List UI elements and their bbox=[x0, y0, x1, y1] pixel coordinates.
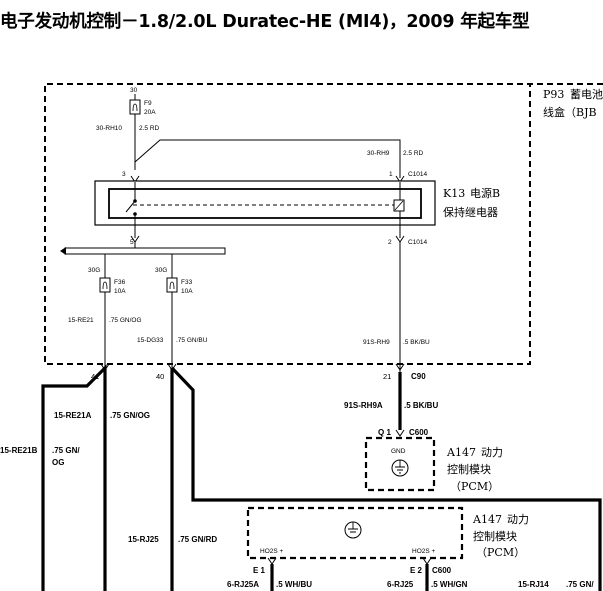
pcm2-name-line3: （PCM） bbox=[476, 546, 525, 559]
wire-rj14-spec: .75 GN/ bbox=[566, 580, 594, 589]
wire-rj25b-spec: .5 WH/GN bbox=[431, 580, 468, 589]
wire-rj25a-id: 6-RJ25A bbox=[227, 580, 259, 589]
wire-rh9a-spec: .5 BK/BU bbox=[404, 401, 438, 410]
pcm2-outline bbox=[246, 506, 464, 560]
relay-pin2: 2 bbox=[388, 239, 392, 246]
pcm1-name-line3: （PCM） bbox=[450, 480, 499, 493]
pcm2-pin-e2: E 2 bbox=[410, 566, 423, 575]
wire-rj25-spec: .75 GN/RD bbox=[178, 535, 217, 544]
bjb-pin-40: 40 bbox=[156, 372, 164, 381]
f33-wire-id: 15-DG33 bbox=[137, 337, 164, 344]
pcm2-pin-e1: E 1 bbox=[253, 566, 266, 575]
f9-id: F9 bbox=[144, 100, 152, 107]
bus-bar bbox=[64, 247, 226, 255]
f36-pin-label: 30G bbox=[88, 267, 100, 274]
rh9-wire-spec: 2.5 RD bbox=[403, 150, 424, 157]
fuse-f33 bbox=[166, 277, 178, 293]
wire-rj25b-id: 6-RJ25 bbox=[387, 580, 414, 589]
wire-41 bbox=[41, 364, 107, 591]
bjb-conn-c90: C90 bbox=[411, 372, 426, 381]
pcm2-name-line1: 动力 bbox=[507, 513, 529, 526]
wire-rj14-id: 15-RJ14 bbox=[518, 580, 549, 589]
diagram-title: 电子发动机控制－1.8/2.0L Duratec-HE (MI4)，2009 年… bbox=[0, 12, 530, 32]
pcm1-ref: A147 bbox=[446, 446, 476, 459]
rh9-wire-id: 30-RH9 bbox=[367, 150, 390, 157]
wire-rh9a-id: 91S-RH9A bbox=[344, 401, 383, 410]
relay-name-line2: 保持继电器 bbox=[443, 205, 498, 219]
rh9-inner-wire-spec: .5 BK/BU bbox=[403, 339, 430, 346]
f9-pin-label: 30 bbox=[130, 87, 138, 94]
rh9-inner-wire-id: 91S-RH9 bbox=[363, 339, 390, 346]
relay-name-line1: 电源B bbox=[470, 186, 500, 200]
wire-re21a-id: 15-RE21A bbox=[54, 411, 92, 420]
f9-rating: 20A bbox=[144, 109, 156, 116]
relay-conn-top: C1014 bbox=[408, 171, 428, 178]
pcm2-ref: A147 bbox=[472, 513, 502, 526]
fuse-f9 bbox=[129, 99, 141, 115]
f9-wire-spec: 2.5 RD bbox=[139, 125, 160, 132]
pcm1-outline bbox=[364, 436, 436, 492]
pcm1-pin: Q 1 bbox=[378, 428, 391, 437]
relay-pin5: 5 bbox=[130, 239, 134, 246]
relay-conn-bottom: C1014 bbox=[408, 239, 428, 246]
relay-pin3: 3 bbox=[122, 171, 126, 178]
bjb-outline bbox=[44, 83, 603, 365]
wire-re21b-id: 15-RE21B bbox=[0, 446, 38, 455]
pcm1-gnd: GND bbox=[391, 448, 406, 455]
pcm2-ho2s-left: HO2S + bbox=[260, 548, 284, 555]
wire-rj25-id: 15-RJ25 bbox=[128, 535, 159, 544]
f33-rating: 10A bbox=[181, 288, 193, 295]
relay-k13-inner bbox=[108, 188, 422, 219]
pcm2-name-line2: 控制模块 bbox=[473, 529, 517, 543]
f36-rating: 10A bbox=[114, 288, 126, 295]
f33-pin-label: 30G bbox=[155, 267, 167, 274]
f36-wire-spec: .75 GN/OG bbox=[109, 317, 142, 324]
wire-re21a-spec: .75 GN/OG bbox=[110, 411, 150, 420]
relay-ref: K13 bbox=[443, 187, 465, 200]
wire-re21b-spec-1: .75 GN/ bbox=[52, 446, 80, 455]
f9-wire-id: 30-RH10 bbox=[96, 125, 122, 132]
bjb-pin-21: 21 bbox=[383, 372, 391, 381]
bjb-name-line1: 蓄电池 bbox=[570, 88, 603, 101]
pcm1-name-line2: 控制模块 bbox=[447, 462, 491, 476]
f33-wire-spec: .75 GN/BU bbox=[176, 337, 208, 344]
f36-wire-id: 15-RE21 bbox=[68, 317, 94, 324]
pcm2-ho2s-right: HO2S + bbox=[412, 548, 436, 555]
fuse-f36 bbox=[99, 277, 111, 293]
f36-id: F36 bbox=[114, 279, 126, 286]
pcm1-name-line1: 动力 bbox=[481, 446, 503, 459]
wire-rj25a-spec: .5 WH/BU bbox=[276, 580, 312, 589]
bjb-name-line2: 线盒（BJB bbox=[543, 105, 597, 119]
relay-pin1: 1 bbox=[389, 171, 393, 178]
bjb-ref: P93 bbox=[543, 88, 564, 101]
pcm2-conn: C600 bbox=[432, 566, 452, 575]
pcm1-conn: C600 bbox=[409, 428, 429, 437]
f33-id: F33 bbox=[181, 279, 193, 286]
wire-re21b-spec-2: OG bbox=[52, 458, 64, 467]
wire-40-branch bbox=[170, 366, 602, 591]
